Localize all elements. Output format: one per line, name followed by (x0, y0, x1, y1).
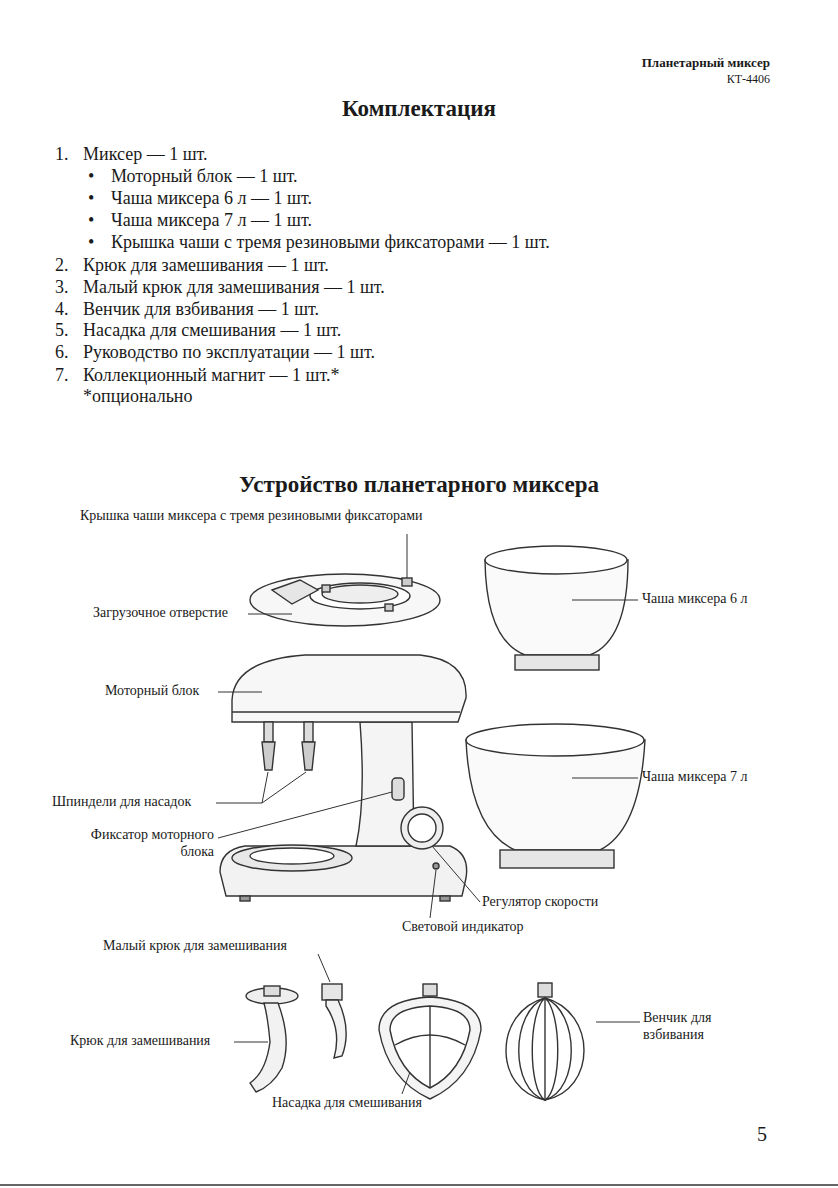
part-label: Световой индикатор (402, 919, 524, 936)
list-item: Венчик для взбивания — 1 шт. (83, 299, 319, 321)
part-label: Шпиндели для насадок (52, 794, 191, 811)
part-label: Малый крюк для замешивания (103, 938, 287, 955)
list-item: Коллекционный магнит — 1 шт.* (83, 365, 339, 387)
list-bullet: • (88, 188, 94, 210)
part-label: Крышка чаши миксера с тремя резиновыми ф… (80, 508, 423, 525)
list-number: 1. (55, 144, 69, 166)
list-item: Насадка для смешивания — 1 шт. (83, 320, 341, 342)
section-heading: Комплектация (0, 95, 838, 123)
list-item: Руководство по эксплуатации — 1 шт. (83, 342, 375, 364)
list-number: 2. (55, 255, 69, 277)
list-number: 6. (55, 342, 69, 364)
part-label: Насадка для смешивания (272, 1095, 422, 1112)
section-heading: Устройство планетарного миксера (0, 471, 838, 499)
list-number: 3. (55, 277, 69, 299)
page-header: Планетарный миксер (642, 55, 770, 71)
part-label: Моторный блок (105, 683, 199, 700)
part-label: Регулятор скорости (482, 894, 598, 911)
list-number: 5. (55, 320, 69, 342)
list-item: Малый крюк для замешивания — 1 шт. (83, 277, 385, 299)
list-item: Моторный блок — 1 шт. (111, 166, 298, 188)
list-bullet: • (88, 210, 94, 232)
part-label: Крюк для замешивания (70, 1033, 210, 1050)
model-number: КТ-4406 (727, 72, 770, 86)
footnote: *опционально (83, 386, 193, 408)
list-number: 7. (55, 365, 69, 387)
part-label: Венчик для взбивания (643, 1010, 753, 1044)
list-item: Крышка чаши с тремя резиновыми фиксатора… (111, 232, 550, 254)
list-bullet: • (88, 166, 94, 188)
list-bullet: • (88, 232, 94, 254)
part-label: Чаша миксера 6 л (642, 591, 747, 608)
list-item: Чаша миксера 7 л — 1 шт. (111, 210, 312, 232)
list-item: Чаша миксера 6 л — 1 шт. (111, 188, 312, 210)
part-label: Загрузочное отверстие (93, 605, 228, 622)
page-number: 5 (757, 1122, 767, 1146)
list-number: 4. (55, 299, 69, 321)
part-label: Фиксатор моторного блока (64, 827, 214, 861)
list-item: Крюк для замешивания — 1 шт. (83, 255, 329, 277)
list-item: Миксер — 1 шт. (83, 144, 208, 166)
part-label: Чаша миксера 7 л (642, 769, 747, 786)
